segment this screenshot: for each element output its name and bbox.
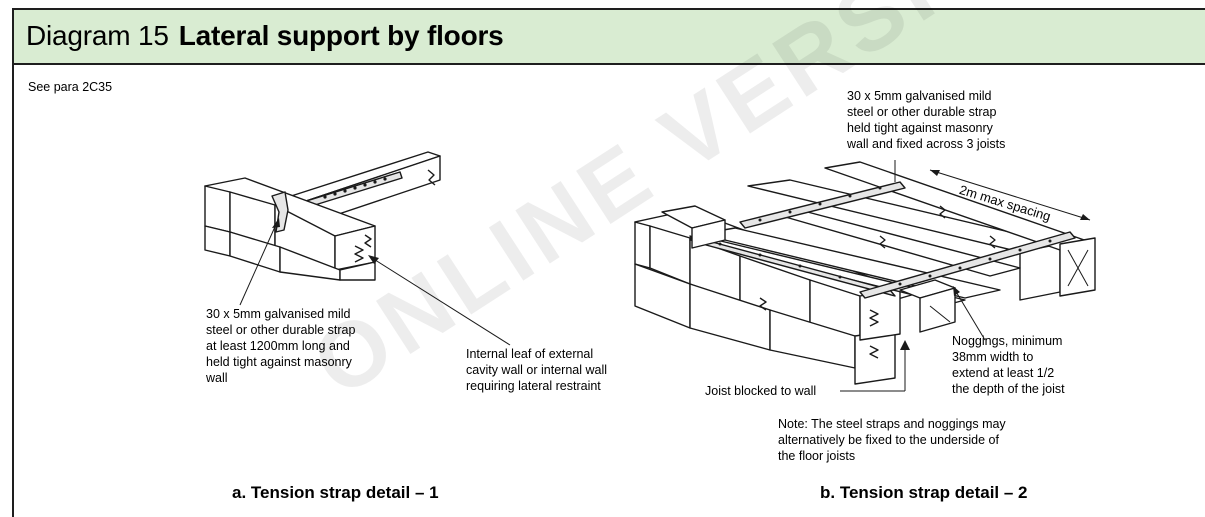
- detail-2-caption: b. Tension strap detail – 2: [820, 483, 1028, 502]
- detail-2-strap-label: 30 x 5mm galvanised mild steel or other …: [847, 89, 1006, 151]
- diagram-number: Diagram 15: [26, 20, 169, 51]
- detail-1-wall-label: Internal leaf of external cavity wall or…: [466, 347, 608, 393]
- detail-1-drawing: [204, 151, 511, 346]
- detail-2-note: Note: The steel straps and noggings may …: [778, 417, 1006, 463]
- detail-2-drawing: [634, 160, 1096, 392]
- diagram-frame: [12, 8, 1205, 517]
- noggings-label: Noggings, minimum 38mm width to extend a…: [952, 334, 1065, 396]
- page-title: Diagram 15 Lateral support by floors: [26, 20, 504, 52]
- detail-1-strap-label: 30 x 5mm galvanised mild steel or other …: [206, 307, 356, 385]
- title-bar: [14, 10, 1205, 65]
- diagram-title: Lateral support by floors: [178, 20, 504, 51]
- reference-text: See para 2C35: [28, 80, 113, 94]
- joist-blocked-label: Joist blocked to wall: [705, 384, 817, 398]
- detail-1-caption: a. Tension strap detail – 1: [232, 483, 439, 502]
